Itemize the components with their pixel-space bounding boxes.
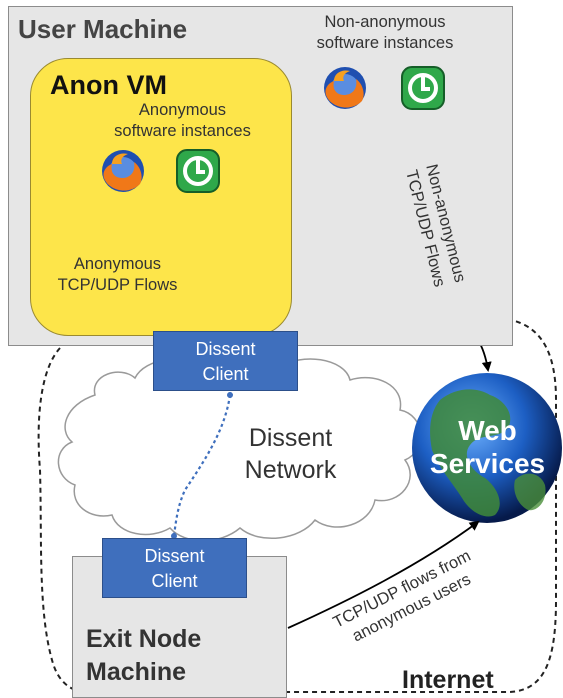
anon-vm-title: Anon VM (50, 70, 167, 100)
anon-vm (30, 58, 292, 336)
anon-flows-label: Anonymous TCP/UDP Flows (57, 255, 178, 294)
firefox-icon (324, 67, 366, 109)
bittorrent-icon (176, 149, 220, 193)
exit-node-title: Exit Node Machine (86, 625, 202, 686)
dissent-link (171, 392, 233, 539)
firefox-icon (102, 150, 144, 192)
web-services-label: Web Services (429, 415, 546, 479)
internet-boundary (37, 317, 557, 695)
bittorrent-icon (401, 66, 445, 110)
user-machine-title: User Machine (18, 14, 188, 44)
dissent-network-label: Dissent Network (244, 424, 337, 484)
dissent-client-bottom: Dissent Client (102, 538, 247, 598)
non-anon-instances-label: Non-anonymous software instances (316, 13, 454, 52)
internet-label: Internet (402, 666, 494, 694)
anon-instances-label: Anonymous software instances (114, 101, 251, 140)
dissent-client-top: Dissent Client (153, 331, 298, 391)
